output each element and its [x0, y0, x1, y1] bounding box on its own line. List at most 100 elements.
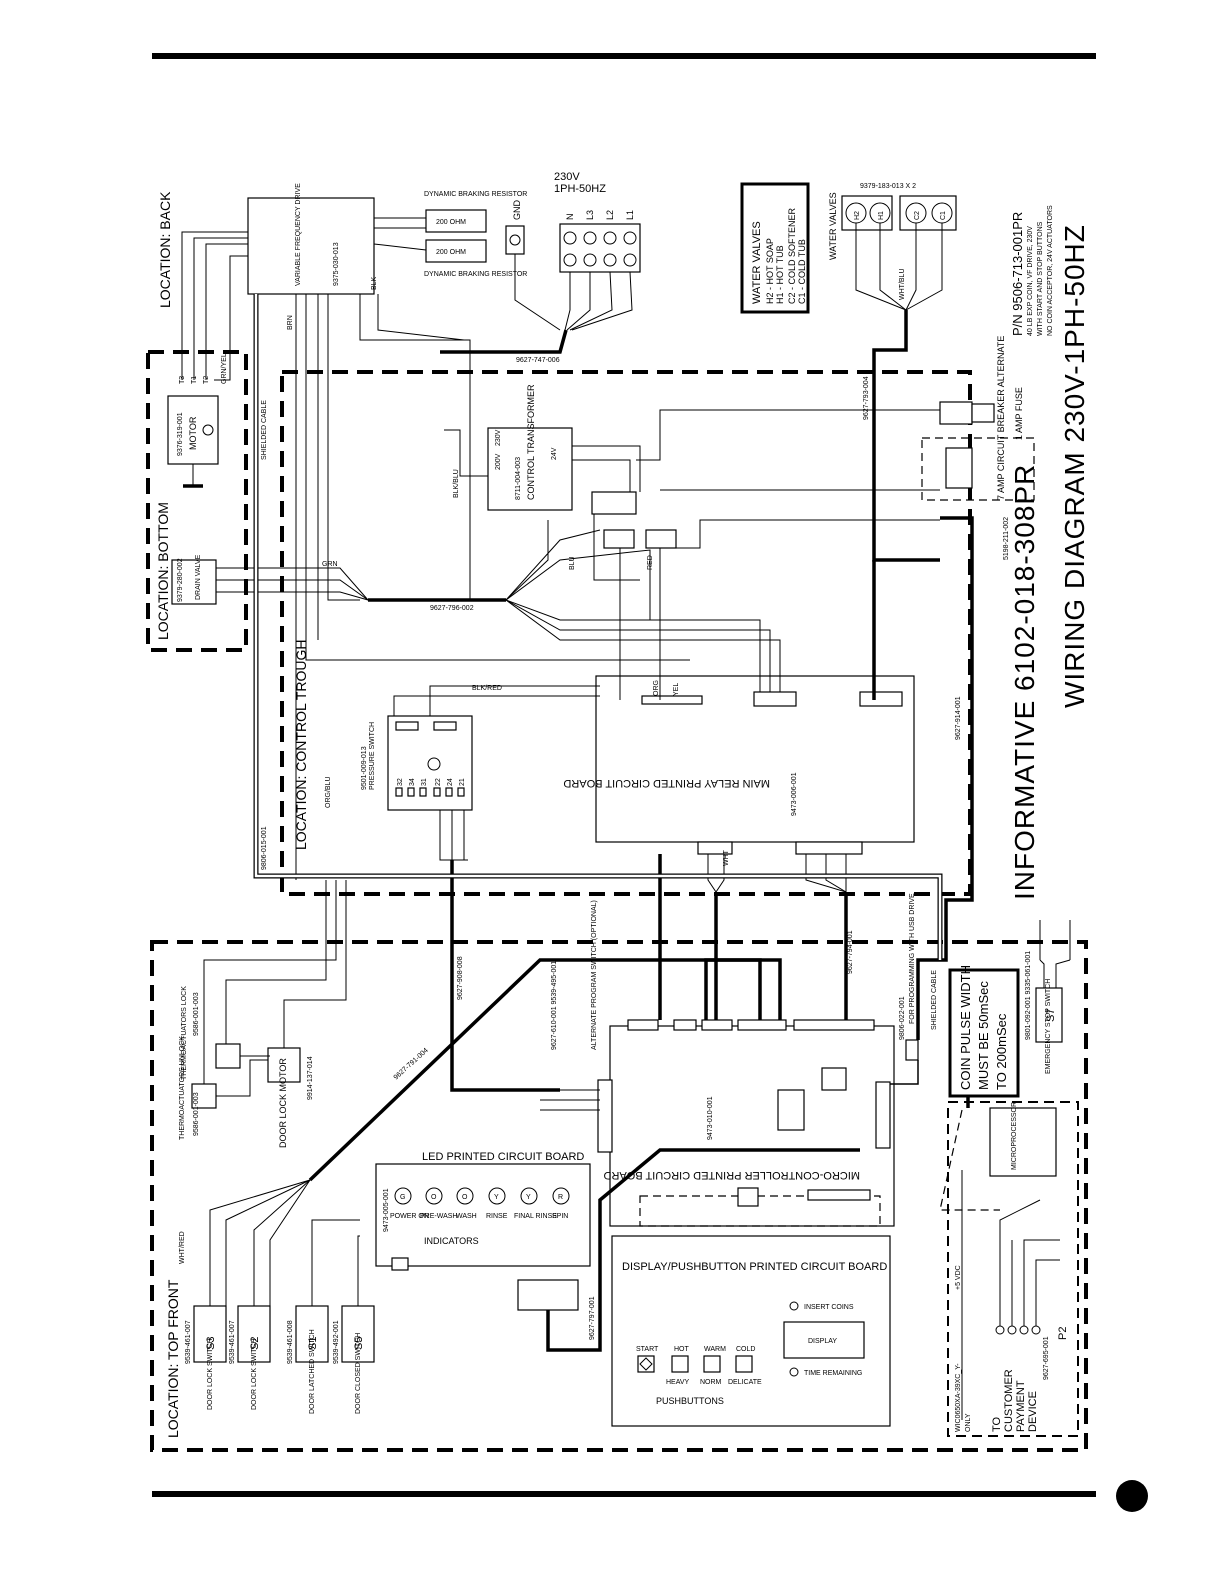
switch-s5-part: 9539-492-001	[333, 1320, 340, 1364]
location-bottom: LOCATION: BOTTOM	[155, 502, 171, 640]
terminal-n: N	[565, 214, 575, 221]
brake-resistor-2-value: 200 OHM	[436, 249, 466, 256]
control-trough-region	[280, 370, 972, 896]
brake-resistor-1-value: 200 OHM	[436, 219, 466, 226]
location-trough: LOCATION: CONTROL TROUGH	[293, 639, 309, 850]
led-label-pre-wash: PRE-WASH	[420, 1213, 457, 1220]
led-board-connector	[391, 1257, 409, 1271]
pressure-pin-34: 34	[409, 778, 416, 786]
emergency-stop-parts: 9801-092-001 9335-061-001	[1025, 951, 1032, 1040]
led-letter-5: R	[558, 1194, 563, 1201]
emergency-stop-id: S7	[1045, 1009, 1057, 1022]
fuse-body	[939, 401, 973, 425]
harness-h9: 9806-015-001	[261, 826, 268, 870]
payment-line-4: DEVICE	[1027, 1391, 1039, 1432]
switch-s3-part: 9539-461-007	[185, 1320, 192, 1364]
pressure-pin-21: 21	[459, 778, 466, 786]
micro-p8	[793, 1019, 875, 1031]
led-spin	[552, 1187, 570, 1205]
ground-terminal	[505, 225, 525, 255]
coin-pulse-line-1: COIN PULSE WIDTH	[958, 965, 973, 1090]
micro-p23	[875, 1081, 891, 1149]
micro-p16	[737, 1187, 759, 1207]
pressure-pin-31: 31	[421, 778, 428, 786]
drain-valve-name: DRAIN VALVE	[195, 554, 202, 600]
pressure-pin-24: 24	[447, 778, 454, 786]
button-hot-bottom: HEAVY	[666, 1379, 690, 1386]
brake-resistor-1	[425, 209, 487, 233]
door-lock-motor-part: 9914-137-014	[307, 1056, 314, 1100]
part-number: P/N 9506-713-001PR	[1010, 212, 1025, 336]
micro-p3	[807, 1189, 871, 1201]
microprocessor-box	[989, 1107, 1057, 1177]
led-rinse	[488, 1187, 506, 1205]
led-wash	[456, 1187, 474, 1205]
wire-wht-blu: WHT/BLU	[899, 269, 906, 301]
page-badge	[1116, 1480, 1148, 1512]
water-valve-part: 9379-183-013 X 2	[860, 183, 916, 190]
water-valve-legend-4: C1 - COLD TUB	[797, 239, 807, 304]
vfd-name: VARIABLE FREQUENCY DRIVE	[295, 183, 302, 286]
coin-pulse-note-box	[948, 968, 1020, 1098]
location-top-front: LOCATION: TOP FRONT	[165, 1279, 181, 1438]
microprocessor-label: MICROPROCESSOR	[1011, 1102, 1018, 1170]
micro-p2	[777, 1089, 805, 1131]
water-valve-legend-1: H2 - HOT SOAP	[765, 238, 775, 304]
micro-p7	[627, 1019, 659, 1031]
water-valve-body-hot	[841, 195, 893, 231]
led-board-title: LED PRINTED CIRCUIT BOARD	[422, 1151, 584, 1163]
led-final-rinse	[520, 1187, 538, 1205]
top-front-region	[150, 940, 1088, 1452]
micro-controller-name: MICRO-CONTROLLER PRINTED CIRCUIT BOARD	[603, 1169, 860, 1181]
micro-p21	[701, 1019, 733, 1031]
button-cold-top: COLD	[736, 1346, 755, 1353]
wire-blk: BLK	[371, 276, 378, 290]
relay-terminal-1	[591, 491, 637, 515]
led-letter-2: O	[462, 1194, 468, 1201]
water-valve-legend-3: C2 - COLD SOFTENER	[787, 207, 797, 304]
pushbuttons-caption: PUSHBUTTONS	[656, 1396, 724, 1406]
usb-cable: SHIELDED CABLE	[931, 970, 938, 1030]
relay-terminal-2	[603, 529, 635, 549]
switch-s3-name: DOOR LOCK SWITCH	[207, 1338, 214, 1410]
wire-blk-red: BLK/RED	[472, 685, 502, 692]
led-indicators	[394, 1187, 570, 1205]
main-relay-part: 9473-006-001	[791, 772, 798, 816]
harness-h1: 9627-747-006	[516, 357, 560, 364]
led-power-on	[394, 1187, 412, 1205]
bottom-rule	[152, 1491, 1096, 1497]
motor-box	[167, 395, 219, 465]
micro-p6	[821, 1067, 847, 1091]
pressure-pin-22: 22	[435, 778, 442, 786]
usb-part: 9806-022-001	[899, 996, 906, 1040]
vfd-part: 9375-030-013	[333, 242, 340, 286]
wire-red: RED	[647, 555, 654, 570]
shielded-cable	[253, 294, 943, 1085]
breaker-body	[945, 447, 973, 489]
switch-s1-id: S1	[307, 1337, 319, 1350]
thermoactuator-part-1: 9586-001-003	[193, 992, 200, 1036]
harness-h8: 9627-914-001	[955, 696, 962, 740]
motor-ground-symbol	[202, 424, 214, 436]
water-valve-coil-c2-label: C2	[914, 211, 921, 220]
location-back: LOCATION: BACK	[157, 191, 173, 308]
switch-s1	[295, 1305, 329, 1363]
top-rule	[152, 53, 1096, 59]
drain-valve-box	[171, 559, 217, 605]
warm-norm-button	[703, 1355, 721, 1373]
switch-s2-name: DOOR LOCK SWITCH	[251, 1338, 258, 1410]
payment-vdc: +5 VDC	[955, 1265, 962, 1290]
diagram-ref: 5198-211-002	[1003, 517, 1010, 560]
title-main: INFORMATIVE 6102-018-308PR	[1009, 464, 1040, 900]
transformer-box	[487, 427, 573, 511]
wire-brn: BRN	[287, 315, 294, 330]
button-cold-bottom: DELICATE	[728, 1379, 762, 1386]
brake-resistor-label-1: DYNAMIC BRAKING RESISTOR	[424, 191, 527, 198]
thermoactuator-part-2: 9586-001-003	[193, 1092, 200, 1136]
payment-device-region	[947, 1101, 1079, 1437]
time-remaining-led	[789, 1367, 799, 1377]
main-relay-name: MAIN RELAY PRINTED CIRCUIT BOARD	[563, 777, 770, 789]
payment-connector	[995, 1325, 1041, 1335]
micro-p1	[673, 1019, 697, 1031]
led-letter-4: Y	[526, 1194, 531, 1201]
